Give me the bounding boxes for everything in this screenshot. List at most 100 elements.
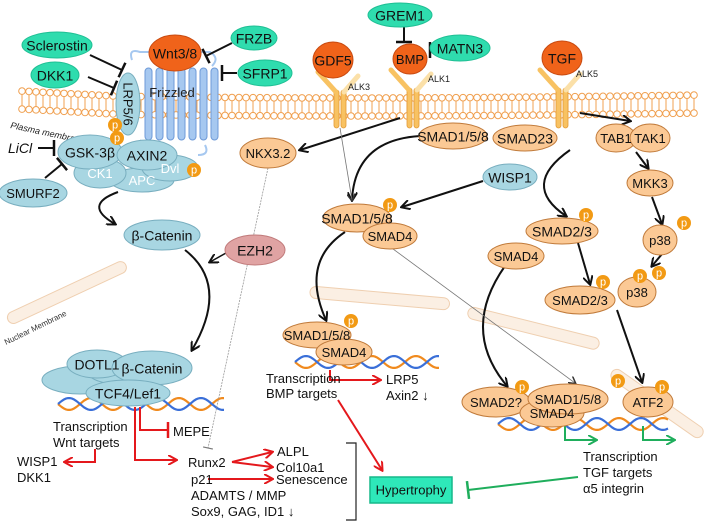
node-gdf5[interactable] — [312, 41, 354, 79]
node-smurf2[interactable] — [0, 178, 68, 208]
node-smad4-b[interactable] — [362, 222, 418, 250]
node-label: MKK3 — [632, 176, 667, 191]
text-runx2: Runx2 — [188, 455, 226, 470]
col10a1-arrow — [231, 461, 272, 467]
node-label: SMAD2/3 — [552, 293, 608, 308]
p38-atf2-arrow — [616, 309, 642, 382]
text-bmp-tx-1: Transcription — [266, 371, 341, 386]
frizzled-label: Frizzled — [149, 85, 195, 100]
node-smad23-c[interactable] — [544, 285, 616, 315]
node-tak1[interactable] — [629, 123, 671, 153]
phosphate-icon: p — [515, 380, 529, 394]
text-sox9: Sox9, GAG, ID1 ↓ — [191, 504, 294, 519]
smad158-arrow — [352, 135, 421, 200]
hypertrophy-arrow — [337, 399, 382, 470]
svg-text:p: p — [656, 268, 662, 280]
node-label: Wnt3/8 — [153, 46, 198, 62]
node-smad4-c[interactable] — [487, 242, 545, 270]
node-sfrp1[interactable] — [237, 59, 293, 87]
node-wisp1[interactable] — [482, 163, 538, 191]
text-alpl: ALPL — [277, 444, 309, 459]
svg-text:p: p — [615, 376, 621, 388]
node-label: SFRP1 — [242, 66, 287, 82]
node-label: p38 — [649, 233, 671, 248]
node-smad23-b[interactable] — [525, 217, 599, 245]
wisp1-target-arrow — [65, 449, 96, 462]
node-label: WISP1 — [488, 170, 532, 186]
node-smad158-n2[interactable] — [527, 383, 609, 415]
node-label: MATN3 — [437, 41, 484, 57]
node-smad158-a[interactable] — [418, 122, 488, 150]
node-atf2[interactable] — [622, 386, 674, 418]
nuclear-membrane-segment — [309, 286, 450, 311]
pathway-edges — [38, 27, 674, 521]
smad23-p38-arrow — [577, 242, 590, 284]
node-wnt[interactable] — [148, 34, 202, 72]
hypertrophy-box[interactable]: Hypertrophy — [369, 476, 453, 504]
text-lrp5: LRP5 — [386, 372, 419, 387]
node-sclerostin[interactable] — [21, 31, 93, 59]
phosphate-icon: p — [652, 266, 666, 280]
node-smad4-n[interactable] — [315, 338, 373, 366]
node-dkk1[interactable] — [30, 61, 80, 89]
alk1-nkx-arrow — [300, 117, 401, 150]
svg-text:p: p — [348, 316, 354, 328]
node-label: SMAD23 — [497, 131, 553, 147]
svg-text:p: p — [112, 120, 118, 132]
smad4-nuclear-arrow — [482, 265, 507, 386]
phosphate-icon: p — [383, 198, 397, 212]
node-frzb[interactable] — [230, 25, 278, 51]
node-bmp[interactable] — [392, 43, 428, 75]
node-grem1[interactable] — [367, 2, 433, 28]
node-label: SMAD1/5/8 — [535, 392, 601, 407]
text-bmp-tx-2: BMP targets — [266, 386, 338, 401]
wisp1-smad-arrow — [402, 180, 484, 207]
receptors — [130, 50, 583, 156]
text-tgf-tx-1: Transcription — [583, 449, 658, 464]
node-tcf[interactable] — [85, 379, 171, 407]
node-label: DKK1 — [37, 68, 74, 84]
text-axin2-t: Axin2 ↓ — [386, 388, 429, 403]
node-label: SMAD2? — [470, 395, 522, 410]
node-p38-a[interactable] — [642, 224, 678, 256]
node-label: β-Catenin — [132, 228, 193, 244]
tgf-target-arrow-1 — [564, 426, 596, 440]
node-label: DOTL1 — [74, 357, 119, 373]
licl-label: LiCl — [8, 140, 33, 156]
node-tgf[interactable] — [541, 40, 583, 76]
smad158-nuclear-arrow — [315, 231, 346, 320]
svg-text:p: p — [191, 165, 197, 177]
text-wnt-tx-2: Wnt targets — [53, 435, 120, 450]
frizzled-receptor — [130, 50, 219, 156]
alpl-arrow — [231, 452, 272, 463]
text-tgf-tx-3: α5 integrin — [583, 481, 644, 496]
svg-text:p: p — [681, 218, 687, 230]
mepe-inhibit-arrow — [139, 407, 170, 438]
svg-text:p: p — [659, 382, 665, 394]
node-label: Sclerostin — [26, 38, 87, 54]
smad23-arrow — [543, 149, 571, 216]
svg-text:p: p — [637, 271, 643, 283]
text-senescence: Senescence — [276, 472, 348, 487]
node-mkk3[interactable] — [626, 169, 674, 197]
svg-text:p: p — [114, 133, 120, 145]
node-bcat[interactable] — [123, 219, 201, 251]
text-col10a1: Col10a1 — [276, 460, 324, 475]
node-label: SMAD4 — [368, 229, 413, 244]
node-matn3[interactable] — [429, 34, 491, 62]
node-lrp[interactable] — [115, 72, 141, 136]
node-label: SMAD4 — [530, 406, 575, 421]
node-ezh2[interactable] — [224, 234, 286, 266]
text-wnt-tx-1: Transcription — [53, 419, 128, 434]
svg-text:p: p — [387, 200, 393, 212]
node-label: β-Catenin — [122, 361, 183, 377]
node-axin2[interactable] — [116, 139, 178, 171]
alk5-tab1-arrow — [579, 112, 630, 121]
node-label: ATF2 — [633, 395, 664, 410]
node-smad23-a[interactable] — [492, 124, 558, 152]
node-nkx[interactable] — [239, 137, 297, 169]
dna-helix — [497, 417, 669, 431]
nuclear-membrane-segment — [6, 261, 127, 324]
